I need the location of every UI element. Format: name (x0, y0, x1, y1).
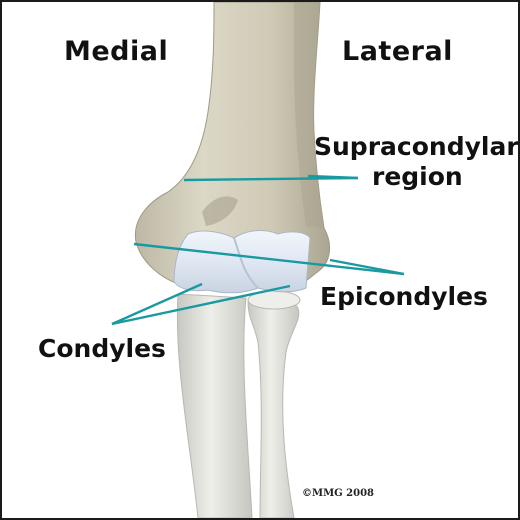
lateral-label: Lateral (342, 38, 453, 65)
copyright-notice: ©MMG 2008 (302, 488, 374, 499)
epicondyles-label: Epicondyles (320, 284, 488, 309)
supracondylar-label-line2: region (372, 164, 463, 189)
ulna-bone (177, 294, 252, 518)
radius-bone (248, 301, 299, 518)
supracondylar-label-line1: Supracondylar (314, 134, 519, 159)
condyles-label: Condyles (38, 336, 166, 361)
medial-label: Medial (64, 38, 168, 65)
